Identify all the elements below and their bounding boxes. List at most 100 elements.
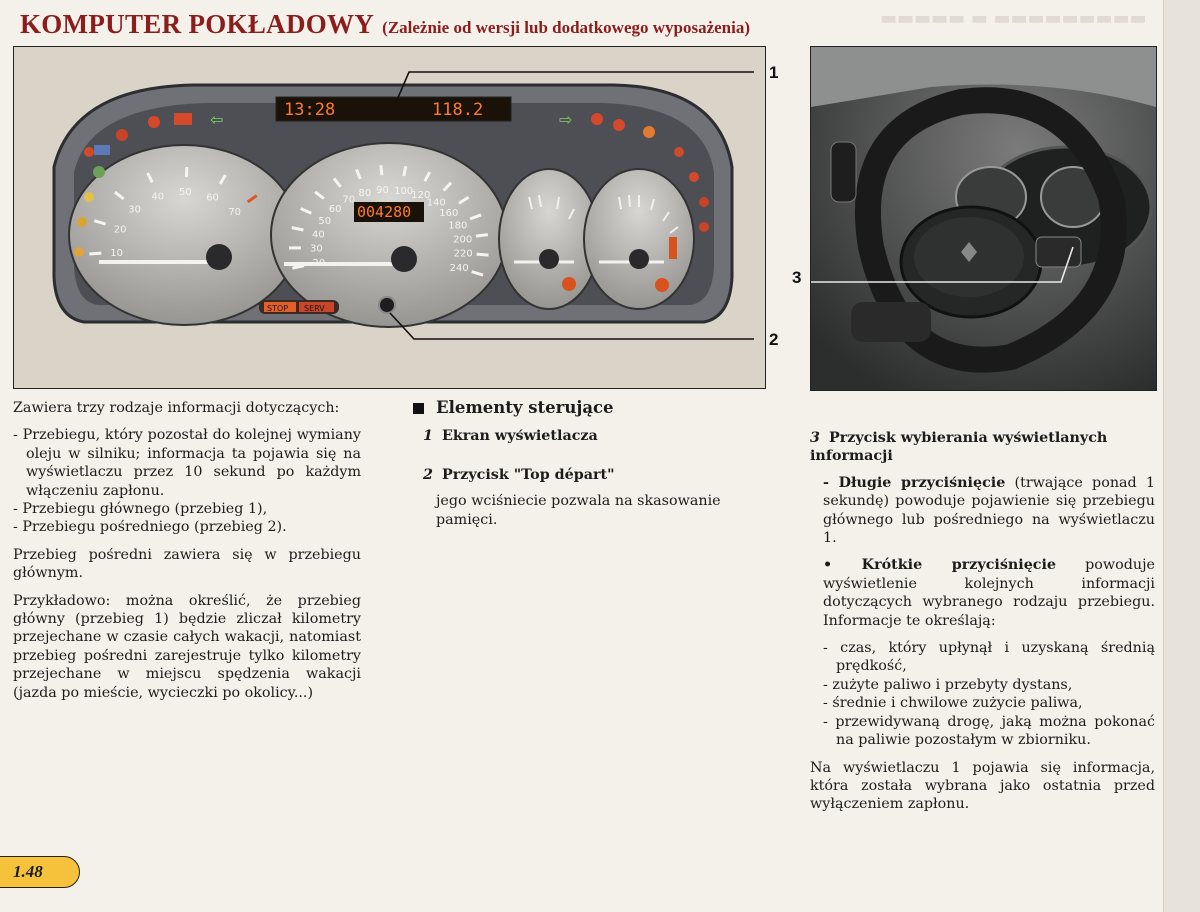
svg-text:⇨: ⇨ (559, 110, 572, 129)
stop-label: STOP (267, 304, 288, 313)
tachometer-hub (206, 244, 232, 270)
callout-2-number: 2 (769, 330, 779, 349)
closing-paragraph: Na wyświetlaczu 1 pojawia się informacja… (810, 759, 1155, 813)
control-number: 2 (423, 466, 433, 483)
scale-tick (332, 177, 342, 188)
scale-tick (442, 181, 453, 192)
steering-wheel-figure (810, 46, 1157, 391)
paragraph: Przykładowo: można określić, że przebieg… (13, 592, 361, 701)
top-depart-button[interactable] (378, 296, 396, 314)
scale-label: 10 (110, 248, 123, 259)
trip-display-panel (275, 96, 512, 122)
odometer-panel (354, 202, 424, 222)
section-heading: Elementy sterujące (413, 398, 763, 417)
middle-text-column: Elementy sterujące 1 Ekran wyświetlacza … (413, 398, 763, 539)
scale-tick (469, 213, 482, 221)
scale-label: 140 (427, 198, 446, 209)
list-item: - Przebiegu, który pozostał do kolejnej … (13, 427, 361, 499)
paragraph: Przebieg pośredni zawiera się w przebieg… (13, 546, 361, 582)
scale-tick (218, 174, 227, 185)
short-press-paragraph: • Krótkie przyciśnięcie powoduje wyświet… (823, 556, 1155, 630)
long-press-text: (trwające ponad 1 sekundę) powoduje poja… (823, 474, 1155, 547)
callout-2-leader (389, 312, 754, 340)
scale-label: 50 (318, 216, 331, 227)
page-title-main: KOMPUTER POKŁADOWY (20, 9, 375, 39)
list-item: - Przebiegu pośredniego (przebieg 2). (13, 519, 287, 536)
control-number: 1 (423, 428, 433, 445)
temperature-scale (618, 194, 679, 234)
scale-tick (402, 165, 408, 177)
adjacent-page-edge (1163, 0, 1200, 912)
page-number: 1.48 (13, 862, 43, 881)
scale-tick (355, 168, 362, 180)
control-title: 3 Przycisk wybierania wyświetlanych info… (810, 429, 1155, 466)
right-text-column: 3 Przycisk wybierania wyświetlanych info… (810, 429, 1155, 823)
speedometer-scale: 2030405060708090100120140160180200220240 (288, 165, 489, 277)
scale-label: 200 (453, 234, 472, 245)
scale-tick (458, 196, 470, 205)
control-number: 3 (810, 430, 820, 446)
control-title-text: Przycisk wybierania wyświetlanych inform… (810, 430, 1108, 465)
long-press-label: - Długie przyciśnięcie (823, 474, 1006, 491)
scale-label: 80 (359, 188, 372, 199)
control-title: 1 Ekran wyświetlacza (413, 427, 763, 445)
control-title-text: Ekran wyświetlacza (441, 428, 598, 445)
scale-label: 60 (206, 193, 219, 204)
scale-label: 40 (312, 229, 325, 240)
scale-tick (113, 190, 125, 201)
control-item: 2 Przycisk "Top départ" jego wciśniecie … (413, 466, 763, 529)
control-title-text: Przycisk "Top départ" (441, 466, 615, 483)
callout-3-leader (811, 246, 1074, 283)
short-press-label: • Krótkie przyciśnięcie (823, 557, 1057, 574)
scale-label: 120 (411, 190, 430, 201)
short-press-text: powoduje wyświetlenie kolejnych informac… (823, 557, 1156, 629)
scale-label: 70 (228, 207, 241, 218)
fuel-scale (528, 194, 575, 220)
temperature-hub (629, 249, 649, 269)
fuel-hub (539, 249, 559, 269)
scale-tick (471, 270, 484, 277)
list-item: - przewidywaną drogę, jaką można pokonać… (823, 713, 1155, 749)
long-press-paragraph: - Długie przyciśnięcie (trwające ponad 1… (823, 474, 1155, 548)
scale-tick (423, 171, 431, 182)
intro-text: Zawiera trzy rodzaje informacji dotycząc… (13, 400, 340, 416)
scale-tick (93, 219, 107, 226)
callout-1-number: 1 (769, 63, 779, 82)
scale-label: 30 (128, 205, 141, 216)
page-number-tab: 1.48 (0, 856, 80, 888)
scale-label: 220 (454, 249, 473, 260)
press-instructions: - Długie przyciśnięcie (trwające ponad 1… (810, 474, 1155, 750)
display-selector-stalk[interactable] (1035, 236, 1082, 268)
left-text-column: Zawiera trzy rodzaje informacji dotycząc… (13, 399, 361, 711)
scale-tick (292, 264, 305, 270)
scale-tick (314, 190, 325, 200)
callout-3-number: 3 (792, 268, 802, 287)
scale-tick (146, 172, 154, 183)
control-item: 1 Ekran wyświetlacza (413, 427, 763, 445)
scale-label: 90 (376, 185, 389, 196)
display-time: 13:28 (284, 100, 335, 120)
scale-label: 100 (394, 186, 413, 197)
info-types-list: - Przebiegu, który pozostał do kolejnej … (13, 426, 361, 536)
scale-label: 160 (439, 208, 458, 219)
callout-1-leader (393, 71, 754, 108)
page-title: KOMPUTER POKŁADOWY (Zależnie od wersji l… (20, 4, 750, 41)
scale-label: 240 (450, 263, 469, 274)
svg-text:⇦: ⇦ (210, 110, 223, 129)
warning-lights: ⇦ ⇨ (74, 110, 709, 292)
scale-label: 50 (179, 187, 192, 198)
control-title: 2 Przycisk "Top départ" (413, 466, 763, 484)
scale-tick (300, 207, 312, 215)
scale-label: 70 (342, 195, 355, 206)
trip-info-list: - czas, który upłynął i uzyskaną średnią… (823, 639, 1155, 749)
scale-tick (246, 194, 258, 204)
bullet-square-icon (413, 402, 424, 414)
scale-tick (476, 252, 489, 257)
scale-tick (379, 165, 384, 176)
bleed-through-text: ▬▬▬▬▬ ▬ ▬▬▬▬▬▬▬▬▬ (880, 8, 1147, 29)
list-item: - Przebiegu głównego (przebieg 1), (13, 501, 268, 518)
page-title-subtitle: (Zależnie od wersji lub dodatkowego wypo… (382, 18, 751, 37)
display-trip: 118.2 (432, 100, 483, 120)
